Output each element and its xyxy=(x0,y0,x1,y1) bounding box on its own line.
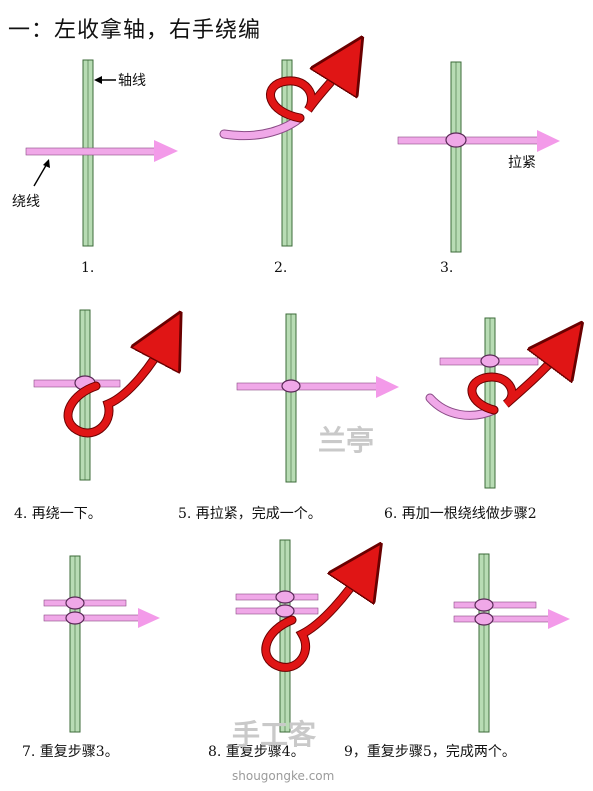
step-3-caption: 3. xyxy=(440,260,453,276)
step-1-figure: 轴线 绕线 1. xyxy=(12,59,178,276)
wrap-cord xyxy=(453,615,551,623)
pink-arrow-head xyxy=(548,609,570,629)
step-7-figure: 7. 重复步骤3。 xyxy=(22,555,160,760)
knot xyxy=(474,598,494,612)
wrap-line-label: 绕线 xyxy=(12,194,40,210)
step-5-figure: 兰亭 5. 再拉紧，完成一个。 xyxy=(178,313,399,522)
pink-arrow-head xyxy=(154,140,178,162)
knot xyxy=(65,596,85,610)
center-watermark: 兰亭 xyxy=(318,424,374,457)
step-1-caption: 1. xyxy=(81,260,94,276)
knot xyxy=(275,590,295,604)
wrap-cord xyxy=(236,382,378,391)
step-4-caption: 4. 再绕一下。 xyxy=(14,506,102,522)
wrap-cord xyxy=(397,136,539,145)
step-6-figure: 6. 再加一根绕线做步骤2 xyxy=(384,317,566,522)
knot xyxy=(281,379,301,393)
wrap-cord xyxy=(43,614,141,622)
step-2-figure: 2. xyxy=(219,60,348,276)
wrap-cord xyxy=(25,147,157,156)
step-7-caption: 7. 重复步骤3。 xyxy=(22,743,119,760)
pink-arrow-head xyxy=(537,130,560,152)
page-title: 一：左收拿轴，右手绕编 xyxy=(8,18,262,43)
knot xyxy=(275,604,295,618)
pink-arrow-head xyxy=(376,376,399,398)
wrap-cord xyxy=(453,601,537,609)
step-3-figure: 拉紧 3. xyxy=(397,61,560,276)
knot xyxy=(445,132,467,148)
step-8-figure: 8. 重复步骤4。 xyxy=(208,539,366,760)
step-2-caption: 2. xyxy=(274,260,287,276)
pink-arrow-head xyxy=(138,608,160,628)
knot xyxy=(480,354,500,368)
step-4-figure: 4. 再绕一下。 xyxy=(14,310,168,522)
brand-url-watermark: shougongke.com xyxy=(232,769,334,783)
pull-tight-label: 拉紧 xyxy=(508,155,536,171)
wrap-cord xyxy=(43,599,127,607)
step-6-caption: 6. 再加一根绕线做步骤2 xyxy=(384,506,537,522)
knot xyxy=(65,611,85,625)
axis-line-label: 轴线 xyxy=(118,73,146,89)
step-5-caption: 5. 再拉紧，完成一个。 xyxy=(178,506,322,522)
step-9-figure: 9，重复步骤5，完成两个。 xyxy=(344,553,570,760)
step-9-caption: 9，重复步骤5，完成两个。 xyxy=(344,743,516,760)
knot xyxy=(474,612,494,626)
brand-watermark: 手工客 xyxy=(232,718,317,751)
step-8-caption: 8. 重复步骤4。 xyxy=(208,743,305,760)
